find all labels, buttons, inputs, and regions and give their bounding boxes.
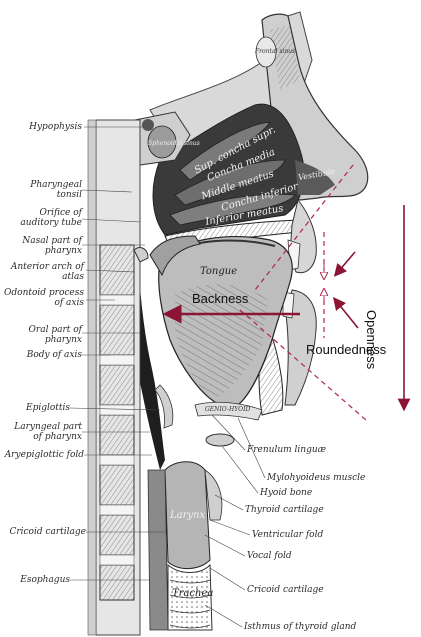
label-trachea: Trachea — [172, 588, 213, 599]
label-geniohyoid: GENIO-HYOID — [205, 406, 250, 413]
label-hypophysis: Hypophysis — [4, 122, 82, 132]
label-hyoid-bone: Hyoid bone — [260, 488, 312, 498]
label-thyroid-cartilage: Thyroid cartilage — [245, 505, 324, 515]
label-backness: Backness — [192, 291, 248, 306]
label-sphenoidal-sinus: Sphenoidal sinus — [148, 140, 200, 147]
label-anterior-arch-atlas: Anterior arch of atlas — [0, 262, 84, 282]
label-nasal-part-pharynx: Nasal part of pharynx — [4, 236, 82, 256]
label-odontoid-process: Odontoid process of axis — [0, 288, 84, 308]
label-isthmus-thyroid: Isthmus of thyroid gland — [244, 622, 356, 632]
label-laryngeal-part-pharynx: Laryngeal part of pharynx — [4, 422, 82, 442]
label-vocal-fold: Vocal fold — [247, 551, 292, 561]
label-cricoid-cartilage-right: Cricoid cartilage — [247, 585, 324, 595]
diagonal-arrow-upper — [338, 252, 355, 272]
diagonal-arrow-lower — [337, 302, 358, 328]
spinal-cord-edge — [88, 120, 96, 635]
label-cricoid-cartilage-left: Cricoid cartilage — [0, 527, 86, 537]
hyoid-bone — [206, 434, 234, 446]
label-frenulum-linguae: Frenulum linguæ — [247, 445, 326, 455]
label-frontal-sinus: Frontal sinus — [255, 48, 295, 55]
label-pharyngeal-tonsil: Pharyngeal tonsil — [4, 180, 82, 200]
label-oral-part-pharynx: Oral part of pharynx — [4, 325, 82, 345]
label-mylohyoideus: Mylohyoideus muscle — [267, 473, 365, 483]
label-orifice-auditory-tube: Orifice of auditory tube — [4, 208, 82, 228]
label-aryepiglottic-fold: Aryepiglottic fold — [0, 450, 84, 460]
hypophysis-body — [142, 119, 154, 131]
label-tongue: Tongue — [200, 266, 237, 277]
label-esophagus: Esophagus — [4, 575, 70, 585]
esophagus — [148, 470, 168, 630]
label-epiglottis: Epiglottis — [4, 403, 70, 413]
label-larynx: Larynx — [170, 510, 205, 521]
label-body-of-axis: Body of axis — [4, 350, 82, 360]
label-openness: Openness — [364, 310, 379, 369]
label-ventricular-fold: Ventricular fold — [252, 530, 323, 540]
